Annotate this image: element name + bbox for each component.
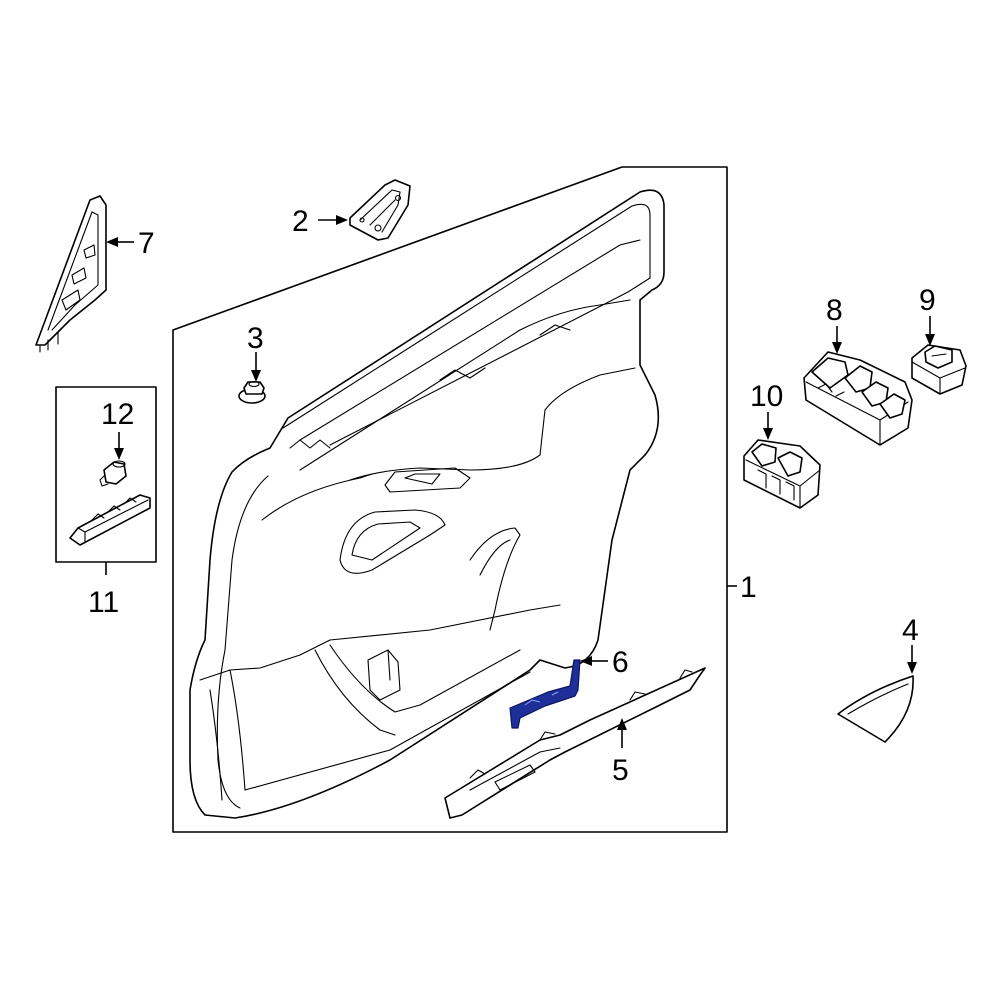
door-trim-panel[interactable] xyxy=(189,189,665,819)
callout-2: 2 xyxy=(292,205,309,238)
callout-1: 1 xyxy=(740,571,757,604)
callout-5: 5 xyxy=(612,754,629,787)
callout-4: 4 xyxy=(902,614,919,647)
callout-6: 6 xyxy=(612,646,629,679)
leader-arrows xyxy=(106,215,935,748)
reinforcement-bracket[interactable] xyxy=(509,659,581,729)
door-panel-group-frame xyxy=(172,166,737,833)
callout-11: 11 xyxy=(88,586,119,619)
bracket[interactable] xyxy=(349,179,411,241)
master-window-switch[interactable] xyxy=(803,351,913,446)
lower-trim-strip[interactable] xyxy=(444,667,706,819)
callout-labels: 1 2 3 4 5 6 7 8 9 10 11 12 xyxy=(88,205,936,787)
callout-3: 3 xyxy=(247,322,264,355)
corner-cover[interactable] xyxy=(837,675,914,743)
callout-9: 9 xyxy=(919,284,936,317)
passenger-window-switch[interactable] xyxy=(911,344,967,395)
callout-12: 12 xyxy=(101,398,134,431)
push-clip[interactable] xyxy=(238,380,266,404)
mirror-sail-cover[interactable] xyxy=(35,195,107,353)
rear-window-switch[interactable] xyxy=(743,439,821,509)
grab-handle-group-box xyxy=(55,386,157,575)
callout-7: 7 xyxy=(138,227,155,260)
callout-10: 10 xyxy=(750,380,783,413)
callout-8: 8 xyxy=(826,294,843,327)
fastener[interactable] xyxy=(99,460,127,487)
grab-handle-insert[interactable] xyxy=(69,494,151,546)
